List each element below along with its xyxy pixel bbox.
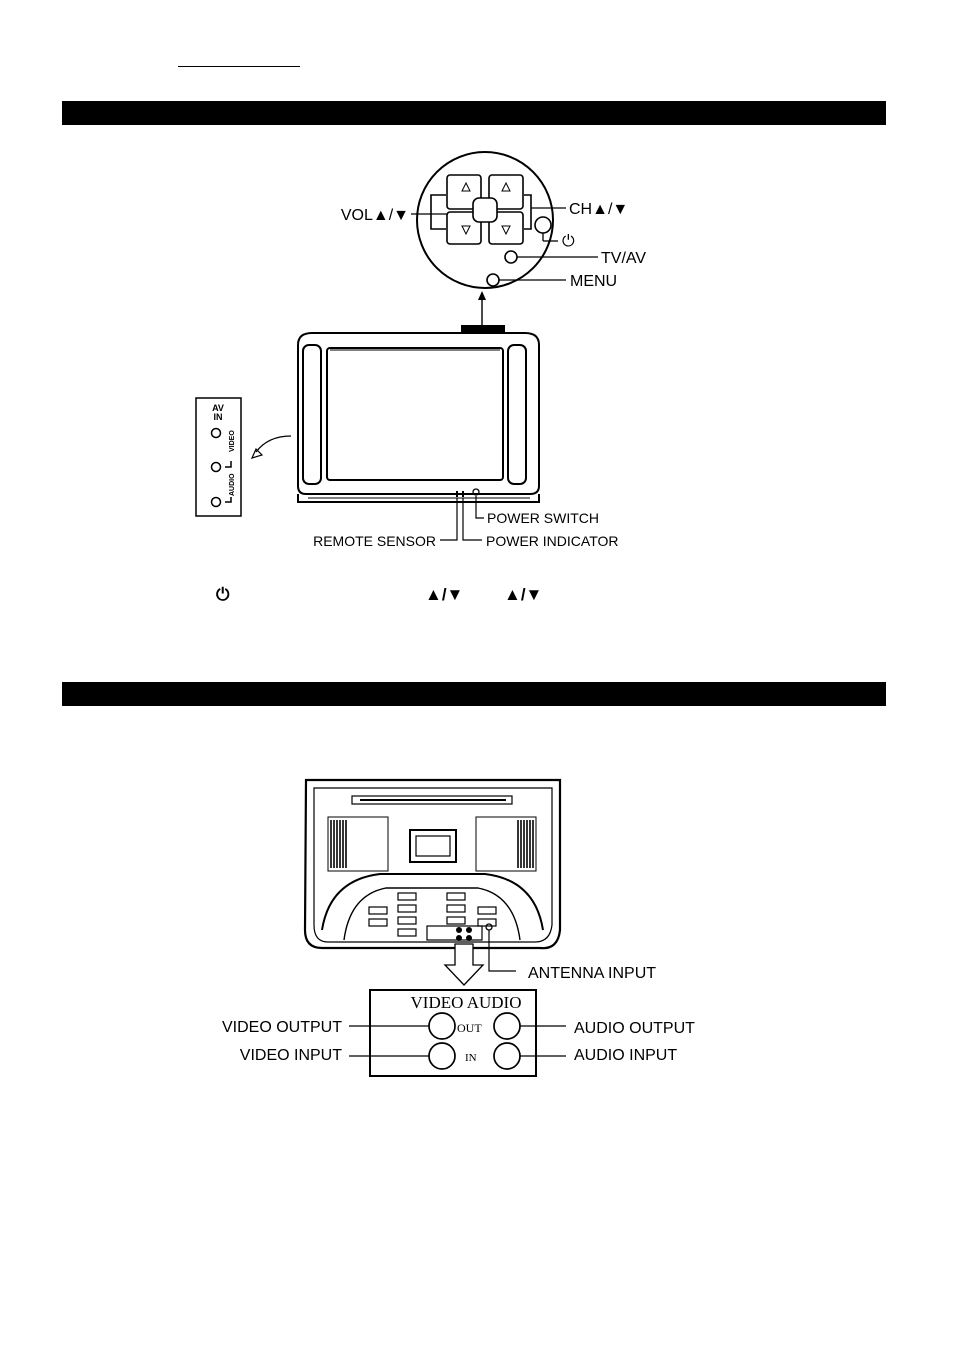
menu-button-icon xyxy=(486,273,500,287)
video-out-jack-icon xyxy=(428,1012,456,1040)
ch-label: CH▲/▼ xyxy=(569,201,628,218)
jack-in-label: IN xyxy=(465,1052,477,1064)
remote-sensor-label: REMOTE SENSOR xyxy=(313,533,436,549)
audio-in-jack-icon xyxy=(493,1042,521,1070)
video-input-label: VIDEO INPUT xyxy=(240,1047,342,1064)
power-symbol-label: ⏻ xyxy=(562,233,575,250)
jack-panel-header: VIDEO AUDIO xyxy=(411,993,522,1012)
power-button-icon xyxy=(534,216,552,234)
av-in-title-line2: IN xyxy=(214,412,223,422)
tvav-label: TV/AV xyxy=(601,250,646,267)
curved-arrow-icon xyxy=(255,435,292,453)
header-underline xyxy=(178,66,300,67)
av-side-panel xyxy=(195,397,242,517)
antenna-input-label: ANTENNA INPUT xyxy=(528,965,656,982)
power-switch-label: POWER SWITCH xyxy=(487,510,599,526)
section-header-bar-rear xyxy=(62,682,886,706)
note-power-symbol: ⏻ xyxy=(216,585,230,604)
section-header-bar-front xyxy=(62,101,886,125)
power-indicator-label: POWER INDICATOR xyxy=(486,533,619,549)
tv-front-body xyxy=(297,325,540,503)
audio-input-label: AUDIO INPUT xyxy=(574,1047,677,1064)
front-sensors xyxy=(456,488,480,497)
vol-label: VOL▲/▼ xyxy=(341,207,409,224)
note-arrows-2: ▲/▼ xyxy=(504,585,543,604)
jack-panel xyxy=(369,989,537,1077)
dpad xyxy=(430,174,532,245)
note-arrows-1: ▲/▼ xyxy=(425,585,464,604)
tv-front-diagram: VOL▲/▼ CH▲/▼ ⏻ TV/AV MENU POWER SWITCH R… xyxy=(195,151,646,549)
down-arrow-icon xyxy=(443,943,485,986)
control-notes-row: ⏻ ▲/▼ ▲/▼ xyxy=(0,585,954,607)
jack-out-label: OUT xyxy=(457,1021,482,1035)
tvav-button-icon xyxy=(504,250,518,264)
audio-out-jack-icon xyxy=(493,1012,521,1040)
av-video-label: VIDEO xyxy=(229,430,236,452)
zoom-arrow-icon xyxy=(478,291,486,300)
audio-output-label: AUDIO OUTPUT xyxy=(574,1020,695,1037)
av-audio-label: AUDIO xyxy=(229,473,236,496)
menu-label: MENU xyxy=(570,273,617,290)
av-in-title-line1: AV xyxy=(212,403,224,413)
tv-rear-diagram: ANTENNA INPUT VIDEO AUDIO OUT IN VIDEO O… xyxy=(222,778,695,1077)
dpad-arrows xyxy=(461,181,511,236)
video-output-label: VIDEO OUTPUT xyxy=(222,1019,342,1036)
tv-rear-body xyxy=(303,778,562,950)
control-panel-zoom-circle xyxy=(416,151,554,289)
video-in-jack-icon xyxy=(428,1042,456,1070)
